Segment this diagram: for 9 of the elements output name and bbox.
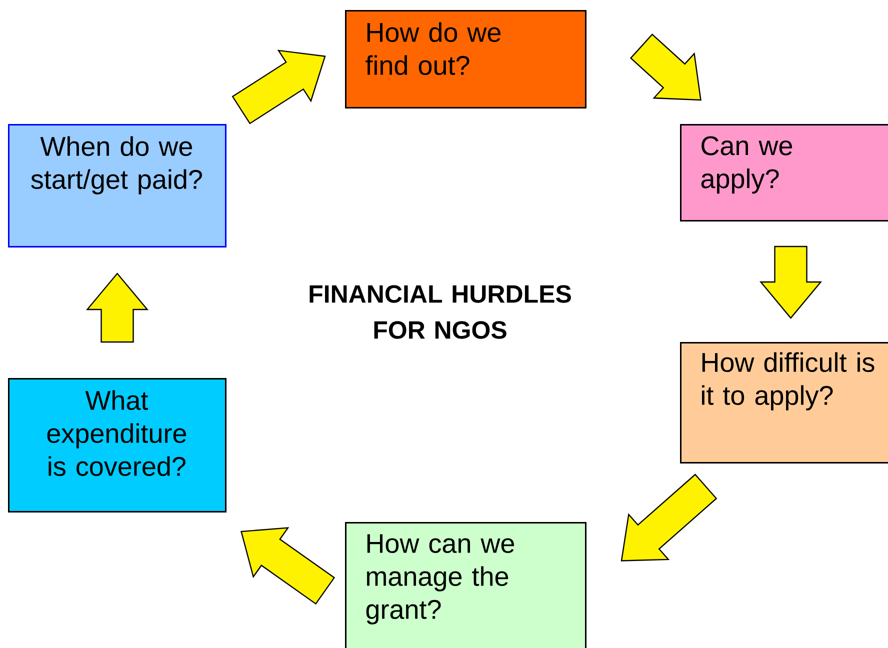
title: FINANCIAL HURDLES FOR NGOS <box>310 285 571 339</box>
question-box: How difficult is it to apply? <box>680 342 888 464</box>
question-box: What expenditure is covered? <box>8 378 226 512</box>
question-box: How can we manage the grant? <box>345 522 586 648</box>
block-arrow <box>759 246 822 319</box>
block-arrow <box>86 272 149 343</box>
question-box: How do we find out? <box>345 10 586 108</box>
question-box: Can we apply? <box>680 124 888 222</box>
question-box: When do we start/get paid? <box>8 124 226 248</box>
